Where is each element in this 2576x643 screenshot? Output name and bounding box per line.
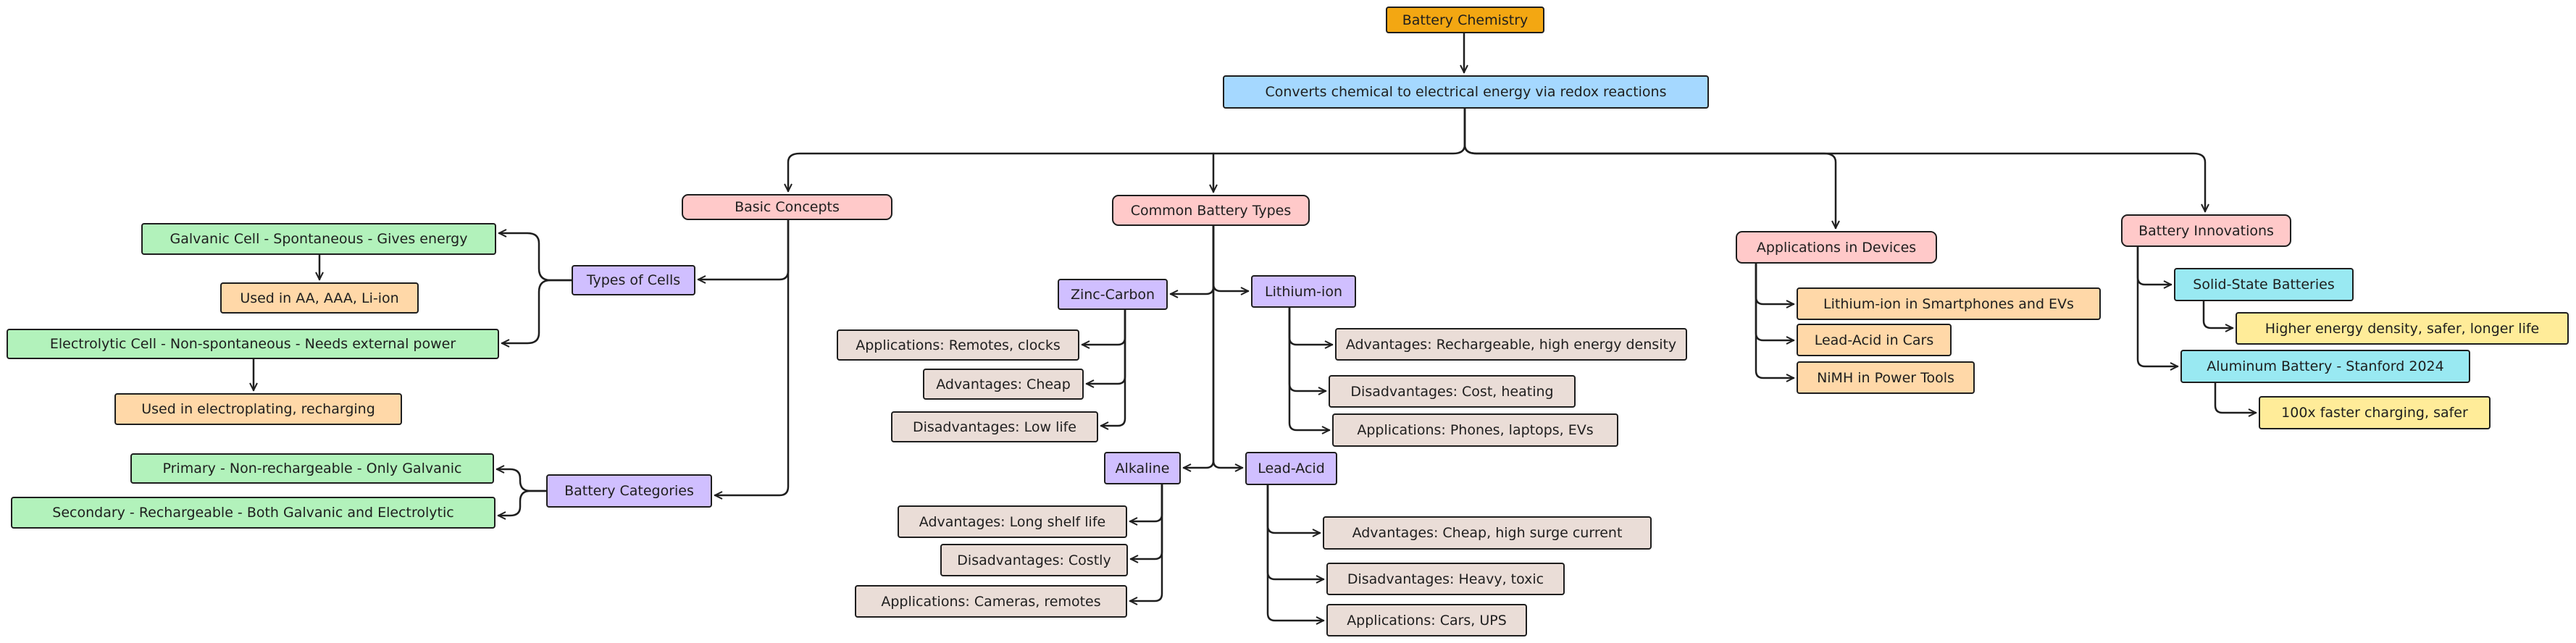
definition-node[interactable]: Converts chemical to electrical energy v… [1223, 75, 1709, 109]
battery-innovations-node[interactable]: Battery Innovations [2121, 214, 2291, 247]
secondary-battery-node[interactable]: Secondary - Rechargeable - Both Galvanic… [11, 497, 495, 529]
edge-basic-to-types-of-cells [697, 219, 790, 280]
lead-acid-applications-node[interactable]: Applications: Cars, UPS [1326, 604, 1527, 636]
primary-battery-node[interactable]: Primary - Non-rechargeable - Only Galvan… [130, 453, 494, 484]
edge-definition-to-innovations [1463, 107, 2205, 213]
edge-common-to-lead-acid [1212, 224, 1244, 468]
root-node[interactable]: Battery Chemistry [1386, 7, 1544, 33]
edge-common-to-zinc-carbon [1169, 224, 1215, 294]
battery-categories-node[interactable]: Battery Categories [546, 474, 712, 508]
edge-alkaline-to-advantages [1129, 483, 1163, 521]
edge-zinc-to-applications [1081, 308, 1126, 345]
electrolytic-cell-node[interactable]: Electrolytic Cell - Non-spontaneous - Ne… [7, 329, 499, 359]
electrolytic-use-node[interactable]: Used in electroplating, recharging [114, 393, 402, 425]
lead-acid-advantages-node[interactable]: Advantages: Cheap, high surge current [1323, 516, 1652, 550]
edge-types-to-galvanic [498, 233, 573, 282]
app-nimh-node[interactable]: NiMH in Power Tools [1797, 361, 1975, 394]
zinc-carbon-disadvantages-node[interactable]: Disadvantages: Low life [891, 411, 1098, 442]
edge-aluminum-to-detail [2214, 382, 2257, 413]
edge-lead-acid-to-advantages [1266, 484, 1321, 533]
edge-categories-to-secondary [497, 489, 548, 516]
edge-applications-to-lead-acid [1755, 262, 1795, 340]
lead-acid-disadvantages-node[interactable]: Disadvantages: Heavy, toxic [1326, 563, 1565, 595]
alkaline-disadvantages-node[interactable]: Disadvantages: Costly [940, 544, 1128, 576]
aluminum-battery-node[interactable]: Aluminum Battery - Stanford 2024 [2180, 350, 2470, 383]
edge-basic-to-battery-categories [714, 219, 790, 495]
solid-state-detail-node[interactable]: Higher energy density, safer, longer lif… [2236, 312, 2569, 345]
types-of-cells-node[interactable]: Types of Cells [572, 265, 695, 295]
applications-in-devices-node[interactable]: Applications in Devices [1736, 231, 1937, 264]
edge-definition-to-basic-concepts [788, 107, 1466, 193]
edge-alkaline-to-applications [1129, 483, 1163, 601]
edge-definition-to-applications [1463, 107, 1836, 230]
edge-innovations-to-aluminum [2136, 245, 2179, 366]
solid-state-node[interactable]: Solid-State Batteries [2174, 268, 2354, 301]
edge-lithium-to-applications [1288, 306, 1331, 430]
edge-solid-state-to-detail [2202, 300, 2234, 328]
edge-common-to-lithium-ion [1212, 224, 1250, 291]
lead-acid-node[interactable]: Lead-Acid [1245, 452, 1337, 485]
edge-zinc-to-disadvantages [1100, 308, 1126, 426]
lithium-ion-node[interactable]: Lithium-ion [1251, 275, 1356, 308]
alkaline-node[interactable]: Alkaline [1104, 452, 1181, 484]
edge-lithium-to-disadvantages [1288, 306, 1327, 391]
lithium-ion-disadvantages-node[interactable]: Disadvantages: Cost, heating [1329, 375, 1576, 408]
edge-types-to-electrolytic [501, 279, 573, 343]
edge-applications-to-nimh [1755, 262, 1795, 378]
edge-common-to-alkaline [1182, 224, 1215, 468]
edge-lithium-to-advantages [1288, 306, 1334, 345]
edge-innovations-to-solid-state [2136, 245, 2173, 285]
alkaline-advantages-node[interactable]: Advantages: Long shelf life [898, 505, 1127, 538]
zinc-carbon-applications-node[interactable]: Applications: Remotes, clocks [837, 329, 1079, 361]
alkaline-applications-node[interactable]: Applications: Cameras, remotes [855, 585, 1127, 618]
galvanic-cell-node[interactable]: Galvanic Cell - Spontaneous - Gives ener… [141, 223, 496, 255]
lithium-ion-advantages-node[interactable]: Advantages: Rechargeable, high energy de… [1335, 328, 1687, 361]
edge-applications-to-lithium-ion [1755, 262, 1795, 304]
lithium-ion-applications-node[interactable]: Applications: Phones, laptops, EVs [1332, 413, 1618, 447]
zinc-carbon-advantages-node[interactable]: Advantages: Cheap [923, 369, 1084, 400]
common-battery-types-node[interactable]: Common Battery Types [1112, 195, 1310, 226]
galvanic-use-node[interactable]: Used in AA, AAA, Li-ion [220, 282, 419, 314]
edge-zinc-to-advantages [1085, 308, 1126, 384]
app-lead-acid-node[interactable]: Lead-Acid in Cars [1797, 324, 1952, 356]
aluminum-detail-node[interactable]: 100x faster charging, safer [2259, 396, 2491, 429]
edge-categories-to-primary [495, 469, 548, 492]
app-lithium-ion-node[interactable]: Lithium-ion in Smartphones and EVs [1797, 287, 2101, 320]
basic-concepts-node[interactable]: Basic Concepts [682, 194, 892, 220]
edge-lead-acid-to-applications [1266, 484, 1325, 621]
zinc-carbon-node[interactable]: Zinc-Carbon [1058, 279, 1168, 310]
